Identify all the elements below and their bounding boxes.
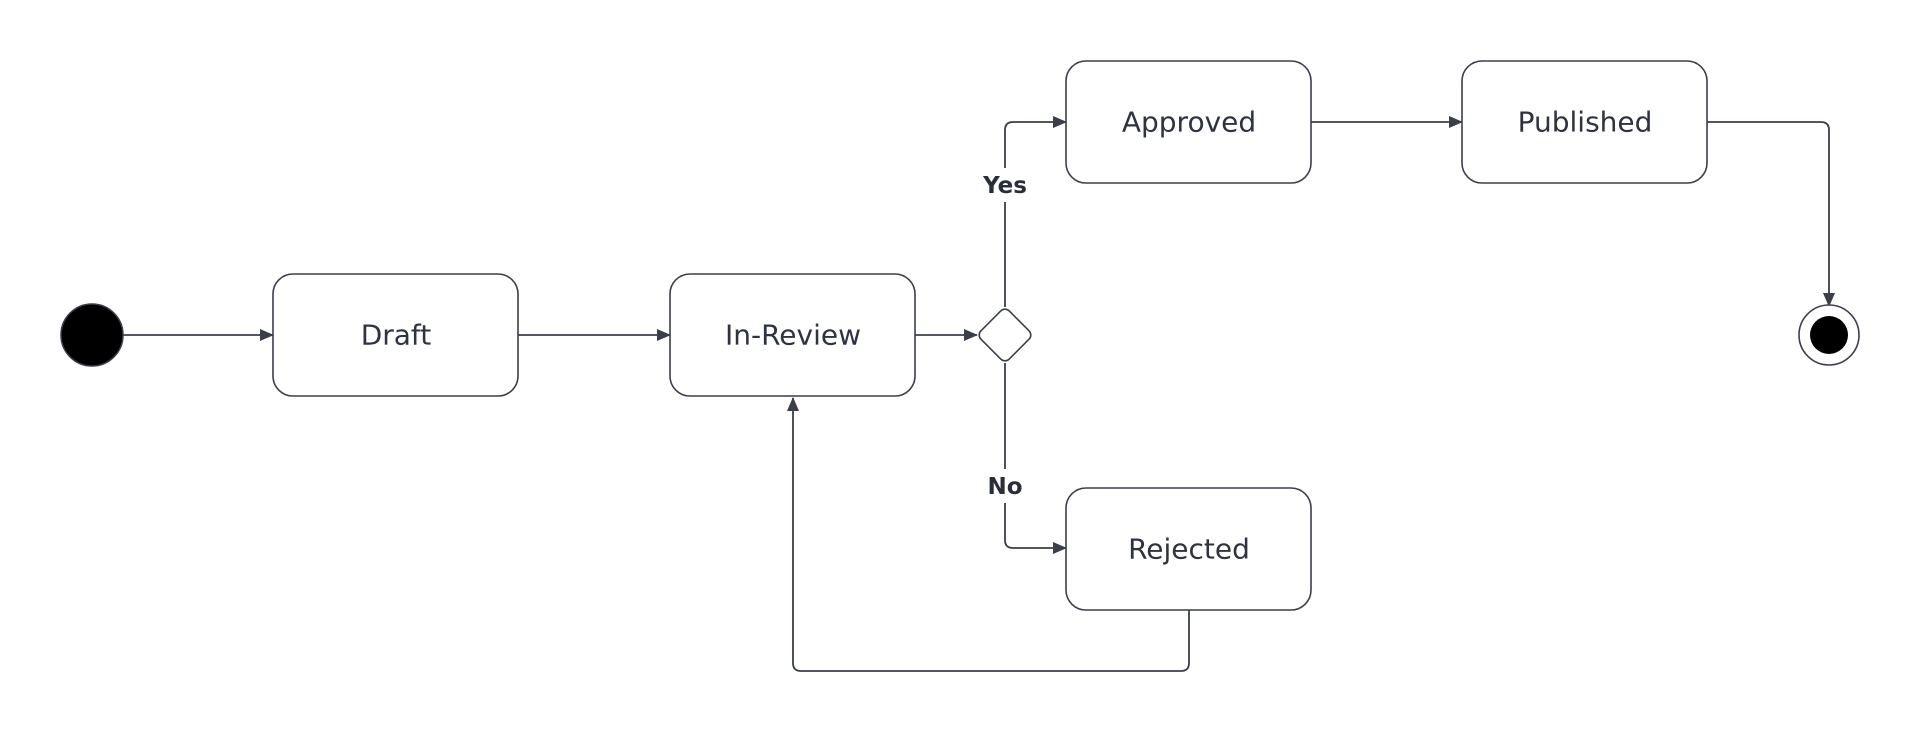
state-draft-label: Draft (361, 319, 432, 352)
edge-decision-to-rejected (1004, 363, 1067, 554)
state-in-review: In-Review (669, 273, 916, 397)
final-node (1798, 304, 1860, 366)
initial-node (60, 303, 124, 367)
edge-decision-to-approved (1004, 116, 1067, 307)
no-label: No (987, 474, 1022, 500)
edge-rejected-to-in-review (787, 397, 1190, 672)
state-rejected: Rejected (1065, 487, 1312, 611)
state-rejected-label: Rejected (1128, 533, 1250, 566)
state-in-review-label: In-Review (725, 319, 861, 352)
state-approved: Approved (1065, 60, 1312, 184)
state-published: Published (1461, 60, 1708, 184)
edge-published-to-end (1707, 121, 1835, 307)
state-approved-label: Approved (1122, 106, 1256, 139)
state-draft: Draft (272, 273, 519, 397)
decision-node (978, 308, 1032, 362)
state-published-label: Published (1518, 106, 1653, 139)
yes-label: Yes (982, 173, 1027, 199)
